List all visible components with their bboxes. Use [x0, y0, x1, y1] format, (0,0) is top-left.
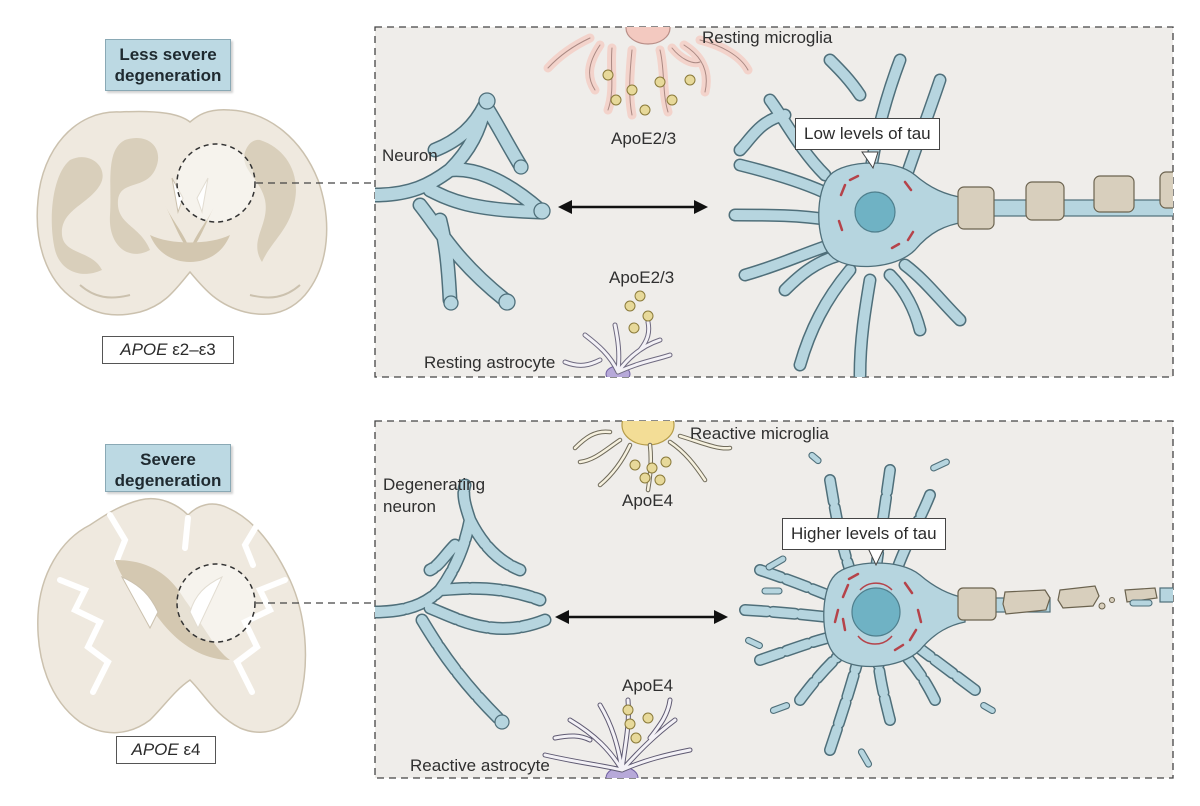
neuron-fragments-bottom — [745, 451, 1153, 768]
apoe-microglia-label-top: ApoE2/3 — [611, 129, 677, 148]
neuron-body-bottom — [739, 464, 981, 756]
axon-bottom — [957, 585, 1173, 621]
apoe-particles-bottom-astrocyte — [622, 704, 654, 744]
tau-callout-bottom: Higher levels of tau — [782, 518, 946, 550]
severity-title-top-text: Less severe degeneration — [114, 45, 222, 85]
apoe-microglia-label-bottom: ApoE4 — [622, 491, 674, 510]
tau-callout-top: Low levels of tau — [795, 118, 940, 150]
apoe-particles-top-microglia — [602, 69, 696, 116]
genotype-gene-bottom: APOE — [131, 740, 179, 759]
brain-coronal-bottom — [37, 498, 307, 734]
reactive-astrocyte — [542, 697, 693, 778]
panel-bottom-frame — [374, 420, 1174, 779]
genotype-gene-top: APOE — [120, 340, 168, 359]
tau-callout-pointer-top — [861, 151, 879, 170]
reactive-astrocyte-label: Reactive astrocyte — [410, 756, 550, 775]
zoom-circle-bottom — [176, 563, 256, 643]
neuron-body-top — [728, 53, 967, 377]
resting-microglia-label: Resting microglia — [702, 28, 833, 47]
double-arrow-top — [558, 200, 708, 214]
brain-coronal-top — [36, 109, 328, 316]
severity-title-bottom: Severe degeneration — [105, 444, 231, 492]
genotype-allele-bottom: ε4 — [178, 740, 201, 759]
neuron-dendrite-top — [375, 92, 551, 311]
resting-astrocyte-label: Resting astrocyte — [424, 353, 556, 372]
double-arrow-bottom — [555, 610, 728, 624]
genotype-allele-top: ε2–ε3 — [167, 340, 216, 359]
zoom-circle-top — [176, 143, 256, 223]
apoe-particles-bottom-microglia — [629, 456, 672, 486]
genotype-label-bottom: APOE ε4 — [116, 736, 216, 764]
genotype-label-top: APOE ε2–ε3 — [102, 336, 234, 364]
severity-title-top: Less severe degeneration — [105, 39, 231, 91]
reactive-microglia-label: Reactive microglia — [690, 424, 829, 443]
axon-top — [957, 171, 1173, 230]
degenerating-neuron-label-line1: Degenerating — [383, 475, 486, 494]
degenerating-neuron-label-line2: neuron — [383, 497, 436, 516]
severity-title-bottom-text: Severe degeneration — [114, 450, 222, 490]
resting-astrocyte — [562, 319, 673, 377]
apoe-astrocyte-label-top: ApoE2/3 — [609, 268, 675, 287]
apoe-particles-top-astrocyte — [624, 290, 654, 334]
neuron-dendrite-bottom — [375, 478, 552, 730]
resting-microglia — [543, 27, 753, 120]
apoe-astrocyte-label-bottom: ApoE4 — [622, 676, 674, 695]
neuron-label: Neuron — [382, 146, 438, 165]
